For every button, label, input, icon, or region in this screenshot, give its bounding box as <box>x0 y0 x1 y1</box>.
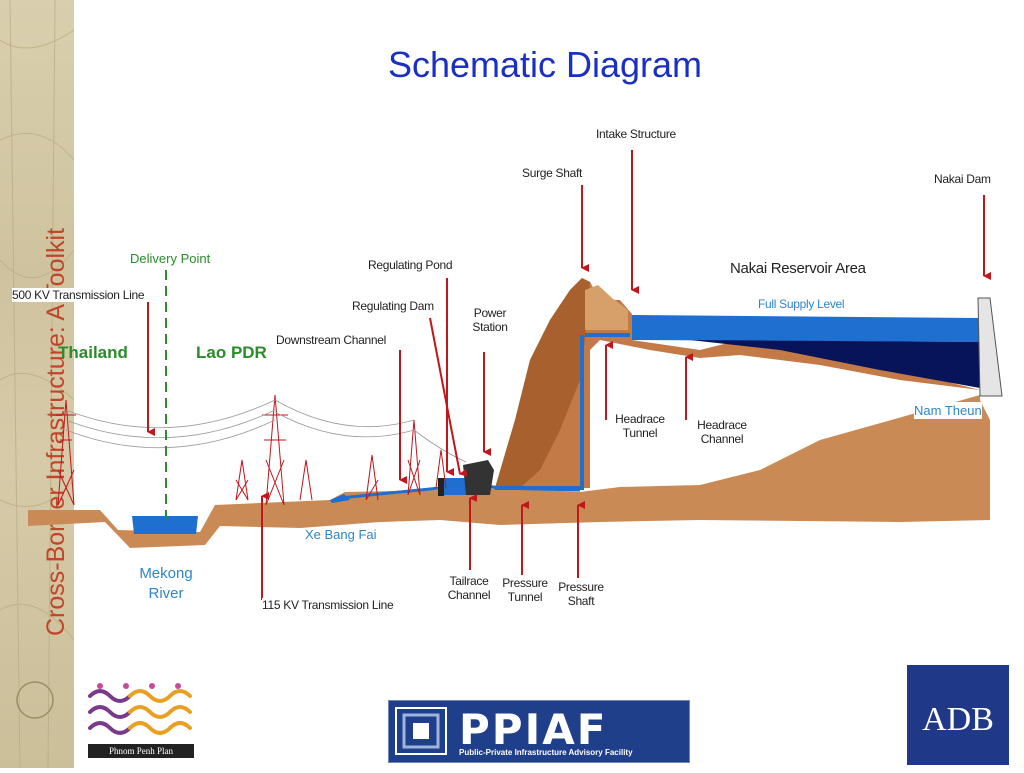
label-downstream-channel: Downstream Channel <box>276 333 386 347</box>
map-texture <box>0 0 75 769</box>
label-headrace-channel: Headrace Channel <box>692 418 752 446</box>
label-thailand: Thailand <box>58 343 128 362</box>
label-nakai-dam: Nakai Dam <box>934 172 991 186</box>
phnom-penh-plan-text: Phnom Penh Plan <box>88 744 194 758</box>
label-nakai-reservoir-area: Nakai Reservoir Area <box>730 260 866 278</box>
label-tailrace-channel: Tailrace Channel <box>444 574 494 602</box>
adb-logo: ADB <box>907 665 1009 765</box>
label-500kv-transmission-line: 500 KV Transmission Line <box>12 288 145 302</box>
ppiaf-emblem <box>395 707 447 755</box>
slide-title: Schematic Diagram <box>387 44 703 85</box>
reservoir-water <box>632 315 980 342</box>
mountain <box>495 278 980 488</box>
label-regulating-dam: Regulating Dam <box>352 299 434 313</box>
ppiaf-logo: PPIAF Public-Private Infrastructure Advi… <box>388 700 690 763</box>
transmission-towers <box>56 394 447 506</box>
label-pressure-tunnel: Pressure Tunnel <box>500 576 550 604</box>
ppiaf-wordmark: PPIAF <box>459 705 608 754</box>
ppiaf-subtitle: Public-Private Infrastructure Advisory F… <box>459 748 633 757</box>
label-full-supply-level: Full Supply Level <box>758 297 845 311</box>
label-mekong-river: Mekong River <box>139 565 193 602</box>
ground-profile <box>28 395 990 548</box>
pointer-arrows <box>147 150 991 600</box>
label-regulating-pond: Regulating Pond <box>368 258 453 272</box>
label-xe-bang-fai: Xe Bang Fai <box>305 527 377 542</box>
reservoir-deep <box>690 340 980 388</box>
label-headrace-tunnel: Headrace Tunnel <box>610 412 670 440</box>
label-power-station: Power Station <box>470 306 510 334</box>
label-nam-theun: Nam Theun <box>914 402 982 419</box>
label-surge-shaft: Surge Shaft <box>522 166 583 180</box>
nakai-dam-shape <box>977 297 1003 397</box>
label-intake-structure: Intake Structure <box>596 127 676 141</box>
label-115kv-transmission-line: 115 KV Transmission Line <box>262 598 394 612</box>
label-delivery-point: Delivery Point <box>130 251 211 266</box>
label-lao-pdr: Lao PDR <box>196 343 267 362</box>
phnom-penh-logo <box>88 683 192 735</box>
decorative-map-sidebar: Cross-Border Infrastructure: A Toolkit <box>0 0 75 769</box>
label-pressure-shaft: Pressure Shaft <box>556 580 606 608</box>
mekong-water <box>132 516 198 534</box>
adb-wordmark: ADB <box>922 701 994 738</box>
power-station-shape <box>463 460 494 495</box>
